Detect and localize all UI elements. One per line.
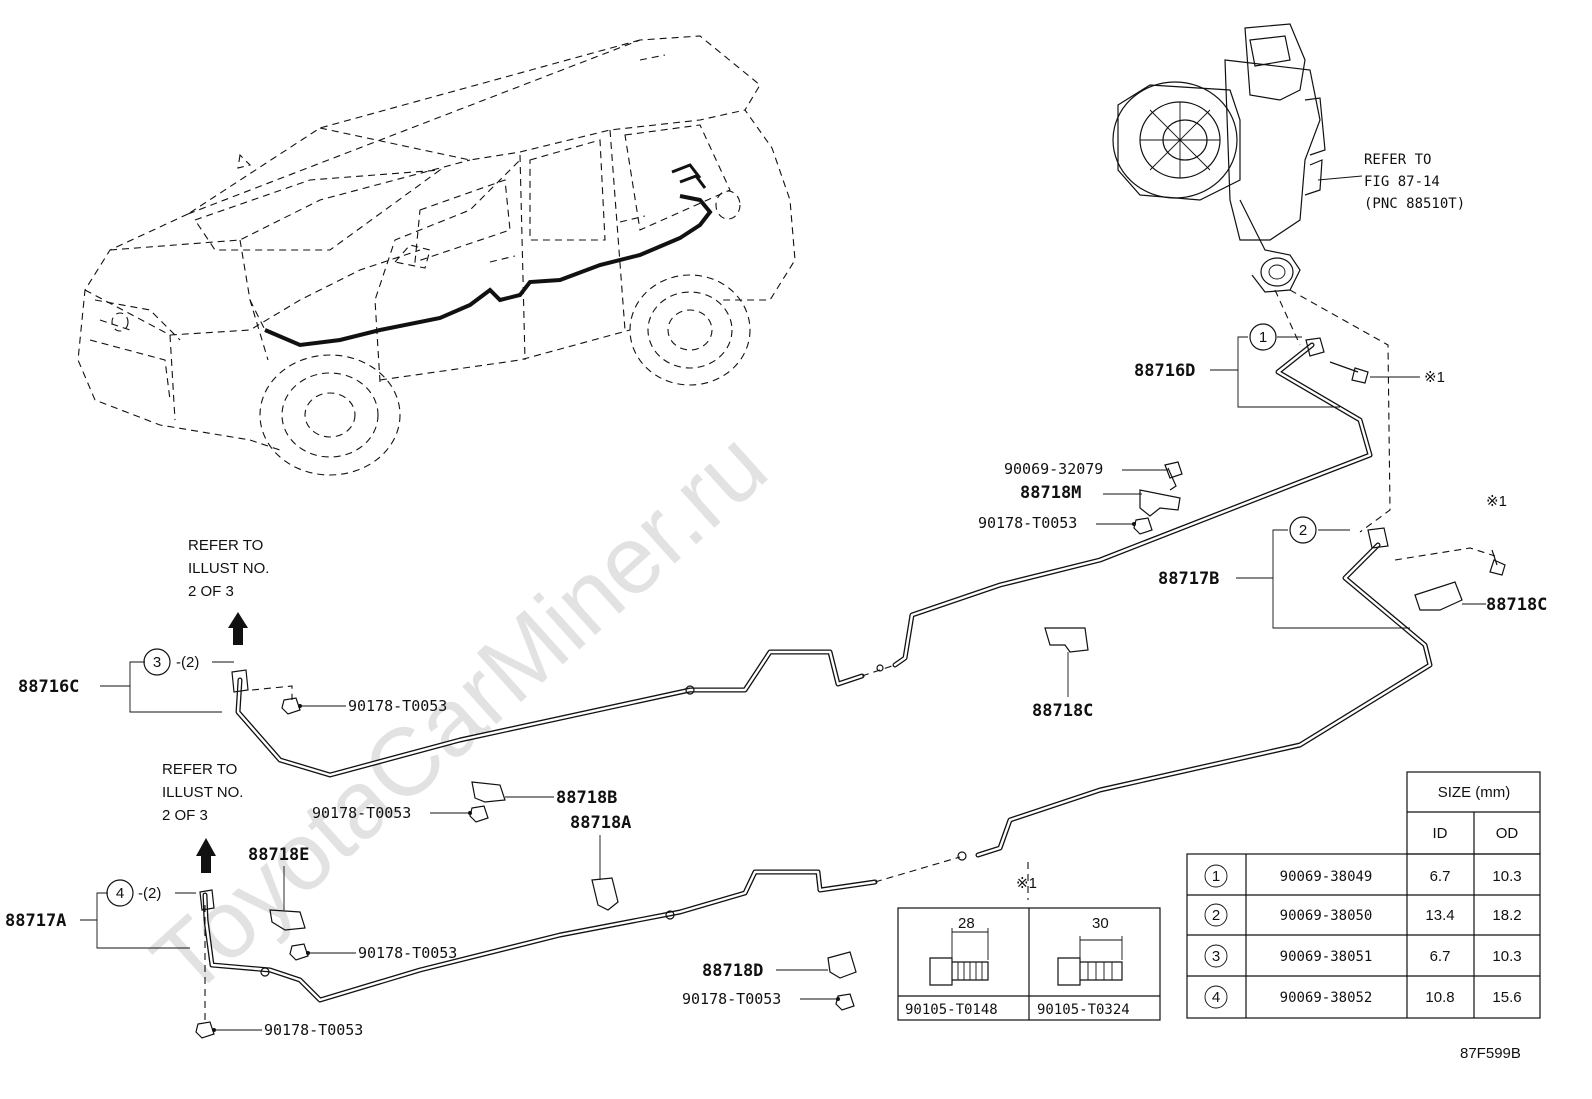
note-mark-1: ※1 [1424, 369, 1445, 386]
svg-text:90178-T0053: 90178-T0053 [264, 1021, 363, 1039]
table-row: 1 90069-38049 6.7 10.3 [1204, 864, 1522, 888]
bolt-size-box: 28 90105-T0148 30 90105-T0324 [897, 907, 1161, 1021]
pipe-88716-route [235, 342, 1373, 778]
front-wheel [259, 354, 401, 476]
label-88717B: 88717B [1158, 569, 1219, 589]
table-row: 3 90069-38051 6.7 10.3 [1204, 944, 1522, 968]
svg-text:88718A: 88718A [570, 813, 631, 833]
svg-text:88718B: 88718B [556, 788, 617, 808]
svg-text:3: 3 [1212, 948, 1220, 965]
svg-text:90069-38050: 90069-38050 [1280, 908, 1373, 924]
vehicle-pipe-route [264, 194, 713, 348]
svg-text:-(2): -(2) [176, 654, 199, 671]
svg-text:90178-T0053: 90178-T0053 [348, 697, 447, 715]
figure-code: 87F599B [1460, 1045, 1521, 1062]
label-88716D: 88716D [1134, 361, 1195, 381]
svg-text:88718E: 88718E [248, 845, 309, 865]
watermark: ToyotaCarMiner.ru [132, 411, 786, 1015]
svg-text:10.3: 10.3 [1492, 868, 1521, 885]
svg-text:90178-T0053: 90178-T0053 [682, 990, 781, 1008]
svg-text:1: 1 [1212, 868, 1220, 885]
svg-text:2: 2 [1212, 907, 1220, 924]
bolt-icons [1164, 361, 1506, 576]
refer-fig-line1: REFER TO [1364, 152, 1431, 168]
svg-text:4: 4 [116, 885, 124, 902]
svg-text:90069-38049: 90069-38049 [1280, 869, 1373, 885]
svg-text:88718C: 88718C [1486, 595, 1547, 615]
svg-text:10.3: 10.3 [1492, 948, 1521, 965]
refer-fig-line2: FIG 87-14 [1364, 174, 1440, 190]
refer-illust-2-line3: 2 OF 3 [162, 807, 208, 824]
refer-illust-2-line2: ILLUST NO. [162, 784, 243, 801]
svg-text:90069-38051: 90069-38051 [1280, 949, 1373, 965]
refer-illust-1-line1: REFER TO [188, 537, 263, 554]
callout-88716C: 3 -(2) 88716C [18, 648, 234, 713]
rear-blower-unit [1112, 23, 1326, 293]
clamp-icons [199, 337, 1463, 979]
callout-88716D: 1 88716D [1134, 323, 1340, 408]
svg-text:90178-T0053: 90178-T0053 [358, 944, 457, 962]
svg-text:10.8: 10.8 [1425, 989, 1454, 1006]
pipe-88717-route [202, 542, 1433, 1003]
svg-text:15.6: 15.6 [1492, 989, 1521, 1006]
size-table: SIZE (mm) ID OD 1 90069-38049 6.7 10.3 2… [1186, 771, 1541, 1019]
col-od: OD [1496, 825, 1519, 842]
vehicle-illustration [77, 35, 796, 476]
svg-text:88718C: 88718C [1032, 701, 1093, 721]
svg-text:30: 30 [1092, 915, 1109, 932]
svg-text:-(2): -(2) [138, 885, 161, 902]
svg-text:90069-32079: 90069-32079 [1004, 460, 1103, 478]
svg-text:1: 1 [1259, 329, 1267, 346]
svg-text:90178-T0053: 90178-T0053 [978, 514, 1077, 532]
svg-text:6.7: 6.7 [1430, 948, 1451, 965]
svg-text:18.2: 18.2 [1492, 907, 1521, 924]
svg-text:2: 2 [1299, 522, 1307, 539]
svg-text:90069-38052: 90069-38052 [1280, 990, 1373, 1006]
svg-text:4: 4 [1212, 989, 1220, 1006]
arrow-up-icon [196, 838, 216, 873]
svg-text:28: 28 [958, 915, 975, 932]
refer-illust-2-line1: REFER TO [162, 761, 237, 778]
svg-text:3: 3 [153, 654, 161, 671]
refer-illust-1-line3: 2 OF 3 [188, 583, 234, 600]
arrow-up-icon [228, 612, 248, 645]
svg-text:88718D: 88718D [702, 961, 763, 981]
callout-88717B: 2 88717B [1158, 516, 1410, 629]
svg-text:88718M: 88718M [1020, 483, 1081, 503]
callout-88717A: 4 -(2) 88717A [5, 879, 196, 949]
size-header: SIZE (mm) [1438, 784, 1511, 801]
note-mark-3: ※1 [1016, 875, 1037, 892]
svg-text:90178-T0053: 90178-T0053 [312, 804, 411, 822]
table-row: 4 90069-38052 10.8 15.6 [1204, 985, 1522, 1009]
rear-wheel [629, 274, 751, 386]
note-mark-2: ※1 [1486, 493, 1507, 510]
refer-illust-1-line2: ILLUST NO. [188, 560, 269, 577]
table-row: 2 90069-38050 13.4 18.2 [1204, 903, 1522, 927]
col-id: ID [1433, 825, 1448, 842]
svg-text:90105-T0148: 90105-T0148 [905, 1002, 998, 1018]
label-88716C: 88716C [18, 677, 79, 697]
svg-text:13.4: 13.4 [1425, 907, 1454, 924]
refer-fig-line3: (PNC 88510T) [1364, 196, 1465, 212]
svg-text:6.7: 6.7 [1430, 868, 1451, 885]
label-88717A: 88717A [5, 911, 66, 931]
part-labels: 90069-32079 88718M 90178-T0053 88718C 88… [212, 460, 1547, 1039]
svg-text:90105-T0324: 90105-T0324 [1037, 1002, 1130, 1018]
